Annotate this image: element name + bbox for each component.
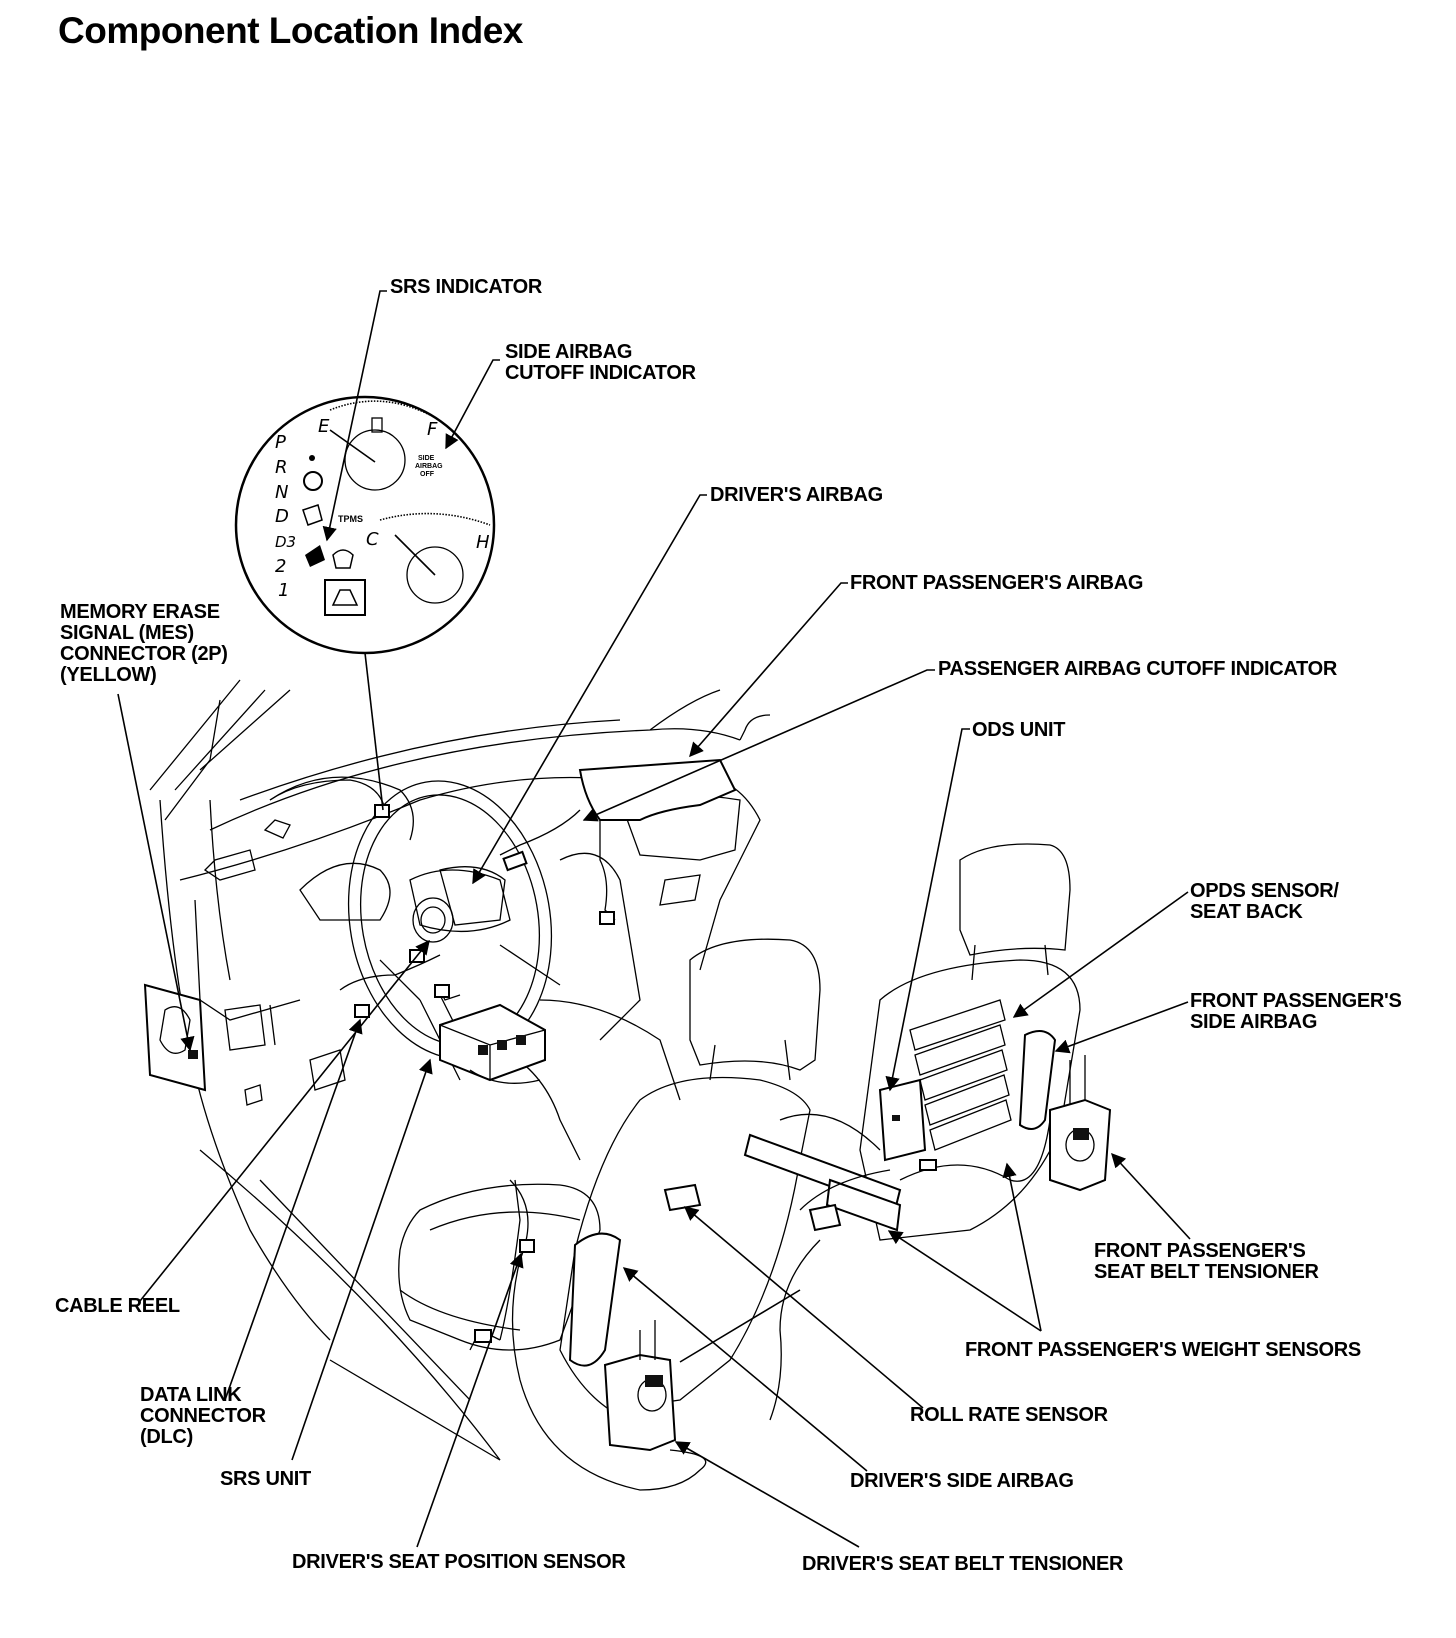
gear-2: 2	[275, 556, 286, 577]
label-line: SIGNAL (MES)	[60, 622, 194, 644]
label-front-passengers-airbag: FRONT PASSENGER'S AIRBAG	[850, 572, 1144, 594]
gear-d3: D3	[275, 533, 296, 551]
label-line: SIDE AIRBAG	[1190, 1011, 1318, 1033]
tpms-mark: TPMS	[338, 514, 363, 524]
label-passenger-airbag-cutoff-indicator: PASSENGER AIRBAG CUTOFF INDICATOR	[938, 658, 1338, 680]
srs-indicator-icon	[305, 545, 325, 567]
fuel-full-mark: F	[427, 419, 438, 440]
gear-d: D	[275, 506, 289, 527]
label-drivers-side-airbag: DRIVER'S SIDE AIRBAG	[850, 1470, 1074, 1492]
label-data-link-connector: DATA LINK CONNECTOR (DLC)	[140, 1385, 266, 1448]
instrument-cluster-inset: E F C H P R N D D3 2 1 TPMS SIDE AIRBAG …	[234, 395, 496, 811]
label-srs-unit: SRS UNIT	[220, 1468, 311, 1490]
label-line: SEAT BACK	[1190, 901, 1303, 923]
label-line: OPDS SENSOR/	[1190, 880, 1339, 902]
brake-indicator-icon	[303, 471, 323, 491]
gear-1: 1	[278, 580, 289, 601]
label-front-passengers-weight-sensors: FRONT PASSENGER'S WEIGHT SENSORS	[965, 1339, 1361, 1361]
label-drivers-seat-position-sensor: DRIVER'S SEAT POSITION SENSOR	[292, 1551, 626, 1573]
indicator-dot-icon	[309, 455, 315, 461]
label-line: MEMORY ERASE	[60, 601, 220, 623]
label-line: (DLC)	[140, 1426, 193, 1448]
label-line: SEAT BELT TENSIONER	[1094, 1261, 1319, 1283]
tpms-indicator-icon	[332, 549, 354, 569]
gear-r: R	[275, 457, 288, 478]
label-cable-reel: CABLE REEL	[55, 1295, 180, 1317]
label-drivers-seat-belt-tensioner: DRIVER'S SEAT BELT TENSIONER	[802, 1553, 1124, 1575]
fuel-empty-mark: E	[318, 416, 330, 437]
label-roll-rate-sensor: ROLL RATE SENSOR	[910, 1404, 1108, 1426]
label-ods-unit: ODS UNIT	[972, 719, 1066, 741]
label-mes-connector: MEMORY ERASE SIGNAL (MES) CONNECTOR (2P)…	[60, 602, 228, 686]
gear-n: N	[275, 482, 288, 503]
label-drivers-airbag: DRIVER'S AIRBAG	[710, 484, 883, 506]
label-front-passengers-side-airbag: FRONT PASSENGER'S SIDE AIRBAG	[1190, 991, 1402, 1033]
temp-cold-mark: C	[366, 529, 379, 550]
label-line: CONNECTOR	[140, 1405, 266, 1427]
gear-p: P	[275, 432, 286, 453]
side-airbag-off-line-1: SIDE	[418, 455, 435, 462]
leader-lines	[117, 290, 1191, 1548]
label-opds-sensor: OPDS SENSOR/ SEAT BACK	[1190, 881, 1339, 923]
label-line: FRONT PASSENGER'S	[1094, 1240, 1306, 1262]
label-line: DATA LINK	[140, 1384, 242, 1406]
label-line: CUTOFF INDICATOR	[505, 362, 696, 384]
vehicle-interior-drawing	[143, 679, 1112, 1491]
side-airbag-off-line-3: OFF	[420, 471, 435, 478]
seatbelt-indicator-icon	[302, 504, 323, 526]
label-side-airbag-cutoff-indicator: SIDE AIRBAG CUTOFF INDICATOR	[505, 342, 696, 384]
label-line: FRONT PASSENGER'S	[1190, 990, 1402, 1012]
side-airbag-off-line-2: AIRBAG	[415, 463, 443, 470]
label-line: CONNECTOR (2P)	[60, 643, 228, 665]
page-title: Component Location Index	[58, 10, 523, 51]
label-line: (YELLOW)	[60, 664, 157, 686]
label-srs-indicator: SRS INDICATOR	[390, 276, 543, 298]
label-front-passengers-seat-belt-tensioner: FRONT PASSENGER'S SEAT BELT TENSIONER	[1094, 1241, 1319, 1283]
temp-hot-mark: H	[476, 532, 490, 553]
label-line: SIDE AIRBAG	[505, 341, 633, 363]
